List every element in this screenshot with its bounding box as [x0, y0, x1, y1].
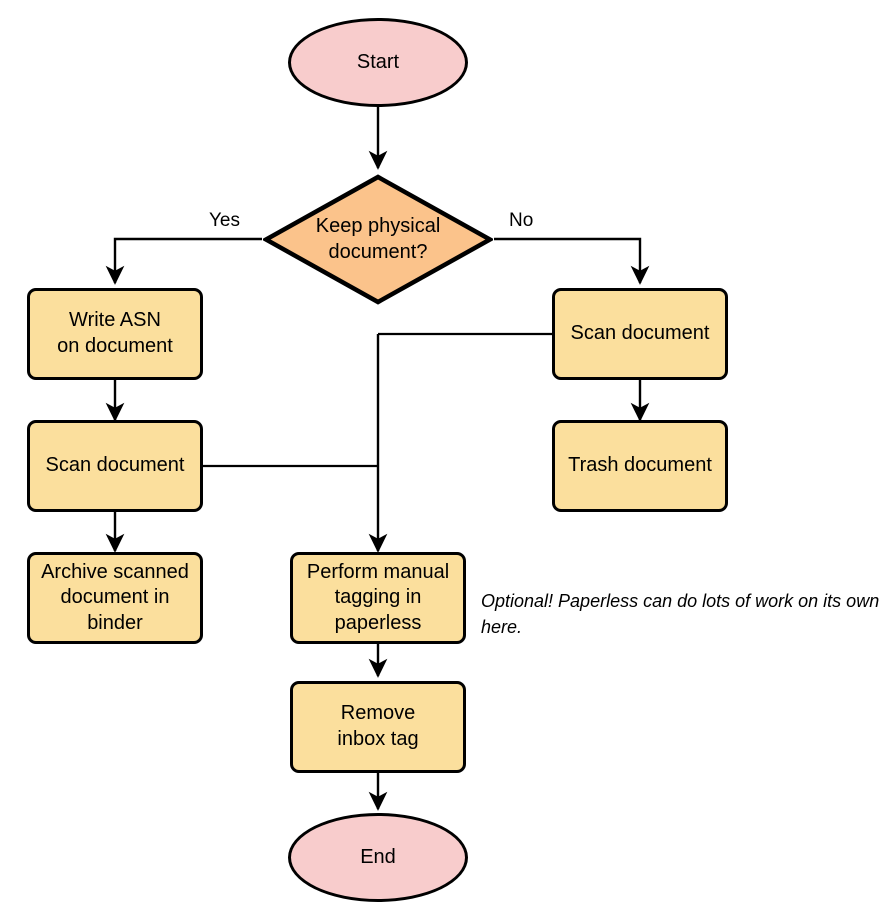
node-remove-inbox-tag-label: Remove inbox tag	[337, 702, 419, 750]
node-keep-physical-document[interactable]: Keep physical document?	[263, 174, 493, 305]
node-keep-physical-document-label: Keep physical document?	[315, 214, 441, 263]
annotation-optional-note: Optional! Paperless can do lots of work …	[481, 591, 880, 637]
node-write-asn[interactable]: Write ASN on document	[27, 288, 203, 380]
node-archive-scanned-document-label: Archive scanned document in binder	[41, 560, 189, 634]
node-scan-document-left[interactable]: Scan document	[27, 420, 203, 512]
node-end-label: End	[360, 845, 396, 868]
node-scan-document-right-label: Scan document	[570, 322, 710, 345]
edge-decision-no-to-scan-right	[494, 237, 650, 285]
node-scan-document-left-label: Scan document	[45, 454, 185, 477]
node-scan-document-right[interactable]: Scan document	[552, 288, 728, 380]
node-start-label: Start	[356, 50, 400, 73]
node-trash-document[interactable]: Trash document	[552, 420, 728, 512]
node-end[interactable]: End	[288, 813, 468, 902]
edge-decision-yes-to-write-asn	[105, 237, 262, 285]
node-write-asn-label: Write ASN on document	[57, 309, 173, 357]
node-perform-manual-tagging[interactable]: Perform manual tagging in paperless	[290, 552, 466, 644]
edge-label-no: No	[509, 210, 534, 231]
node-trash-document-label: Trash document	[568, 454, 712, 477]
edge-label-yes: Yes	[209, 210, 240, 231]
node-archive-scanned-document[interactable]: Archive scanned document in binder	[27, 552, 203, 644]
node-perform-manual-tagging-label: Perform manual tagging in paperless	[306, 560, 450, 634]
node-remove-inbox-tag[interactable]: Remove inbox tag	[290, 681, 466, 773]
node-start[interactable]: Start	[288, 18, 468, 107]
decision-diamond-shape	[263, 174, 493, 305]
